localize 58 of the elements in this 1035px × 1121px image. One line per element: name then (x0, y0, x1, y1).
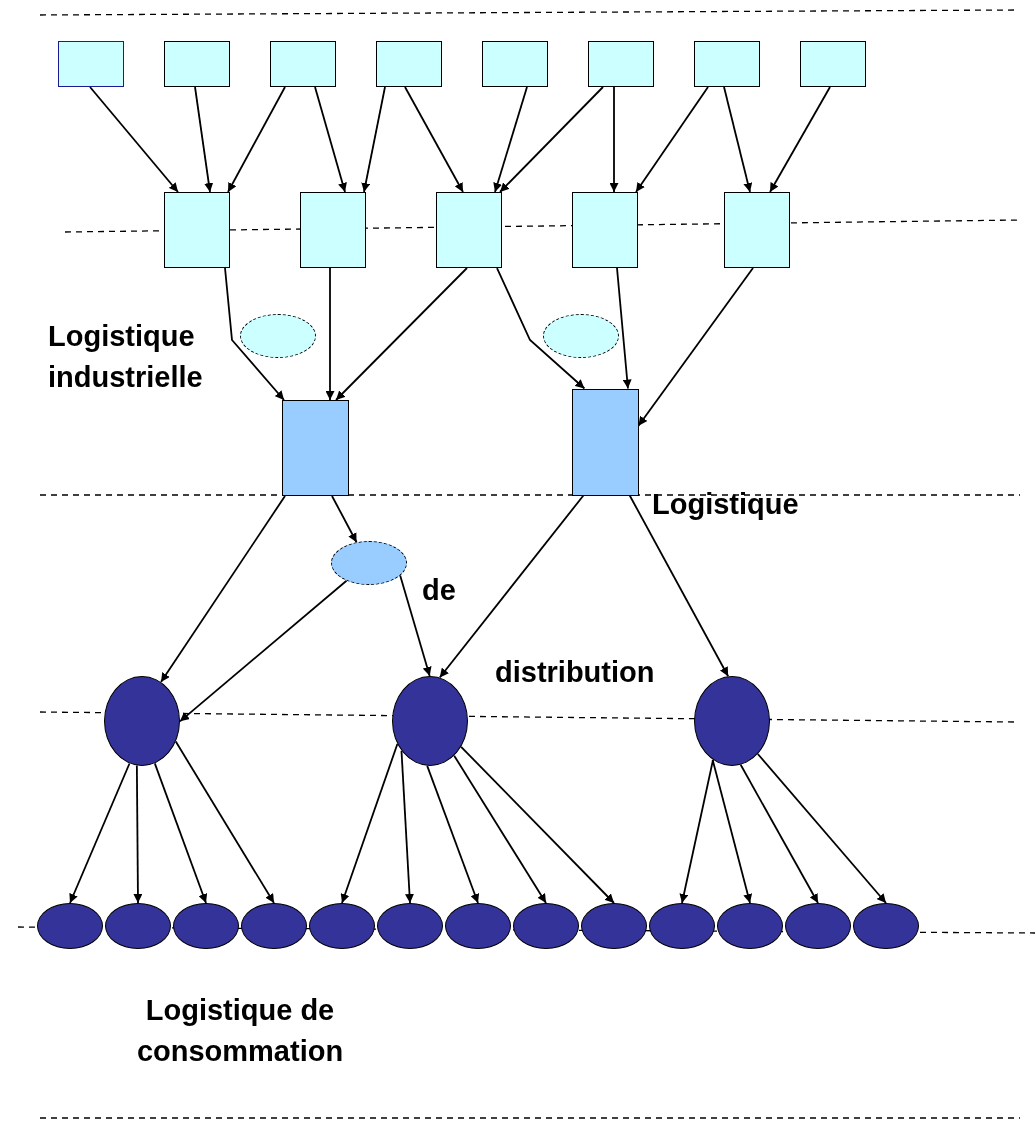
process-box (482, 41, 548, 87)
arrow (224, 267, 285, 401)
arrow (174, 740, 275, 904)
arrow (739, 763, 819, 904)
arrow (404, 86, 464, 193)
arrow (89, 86, 179, 193)
process-box (436, 192, 502, 268)
arrow (499, 86, 604, 193)
area-label: Logistique (652, 487, 800, 522)
circle-node (392, 676, 468, 766)
arrow (723, 86, 753, 193)
arrow (711, 758, 753, 904)
arrow (179, 579, 348, 723)
arrow (635, 86, 709, 193)
process-box (376, 41, 442, 87)
process-box (164, 41, 230, 87)
area-label: distribution (495, 655, 656, 690)
arrow (438, 494, 585, 679)
arrow (194, 86, 214, 193)
arrow (325, 267, 335, 401)
area-label: de (422, 573, 457, 608)
ellipse-node (240, 314, 316, 358)
arrow (609, 86, 619, 193)
area-label: Logistique de consommation (135, 993, 345, 1069)
arrow (399, 574, 432, 677)
arrow (769, 86, 831, 193)
process-box (58, 41, 124, 87)
arrow (335, 267, 468, 401)
arrow (637, 267, 754, 427)
arrow (616, 267, 632, 390)
arrow (426, 765, 480, 904)
process-box (270, 41, 336, 87)
arrow (160, 495, 286, 683)
arrow (496, 267, 586, 390)
process-box (164, 192, 230, 268)
arrow (361, 86, 386, 193)
arrow (153, 762, 208, 904)
arrow (493, 86, 528, 193)
arrow (133, 764, 143, 904)
arrow (227, 86, 286, 193)
process-box (800, 41, 866, 87)
arrow (460, 745, 615, 904)
ellipse-node (331, 541, 407, 585)
process-box (281, 400, 349, 496)
process-box (724, 192, 790, 268)
arrow (756, 753, 887, 904)
arrow (314, 86, 347, 193)
process-box (694, 41, 760, 87)
arrow (340, 743, 399, 904)
process-box (572, 192, 638, 268)
process-box (300, 192, 366, 268)
process-box (588, 41, 654, 87)
arrow (453, 754, 547, 904)
arrow (69, 762, 131, 904)
area-label: Logistique industrielle (48, 319, 204, 395)
ellipse-node (543, 314, 619, 358)
process-box (571, 388, 639, 496)
arrow (628, 494, 730, 678)
